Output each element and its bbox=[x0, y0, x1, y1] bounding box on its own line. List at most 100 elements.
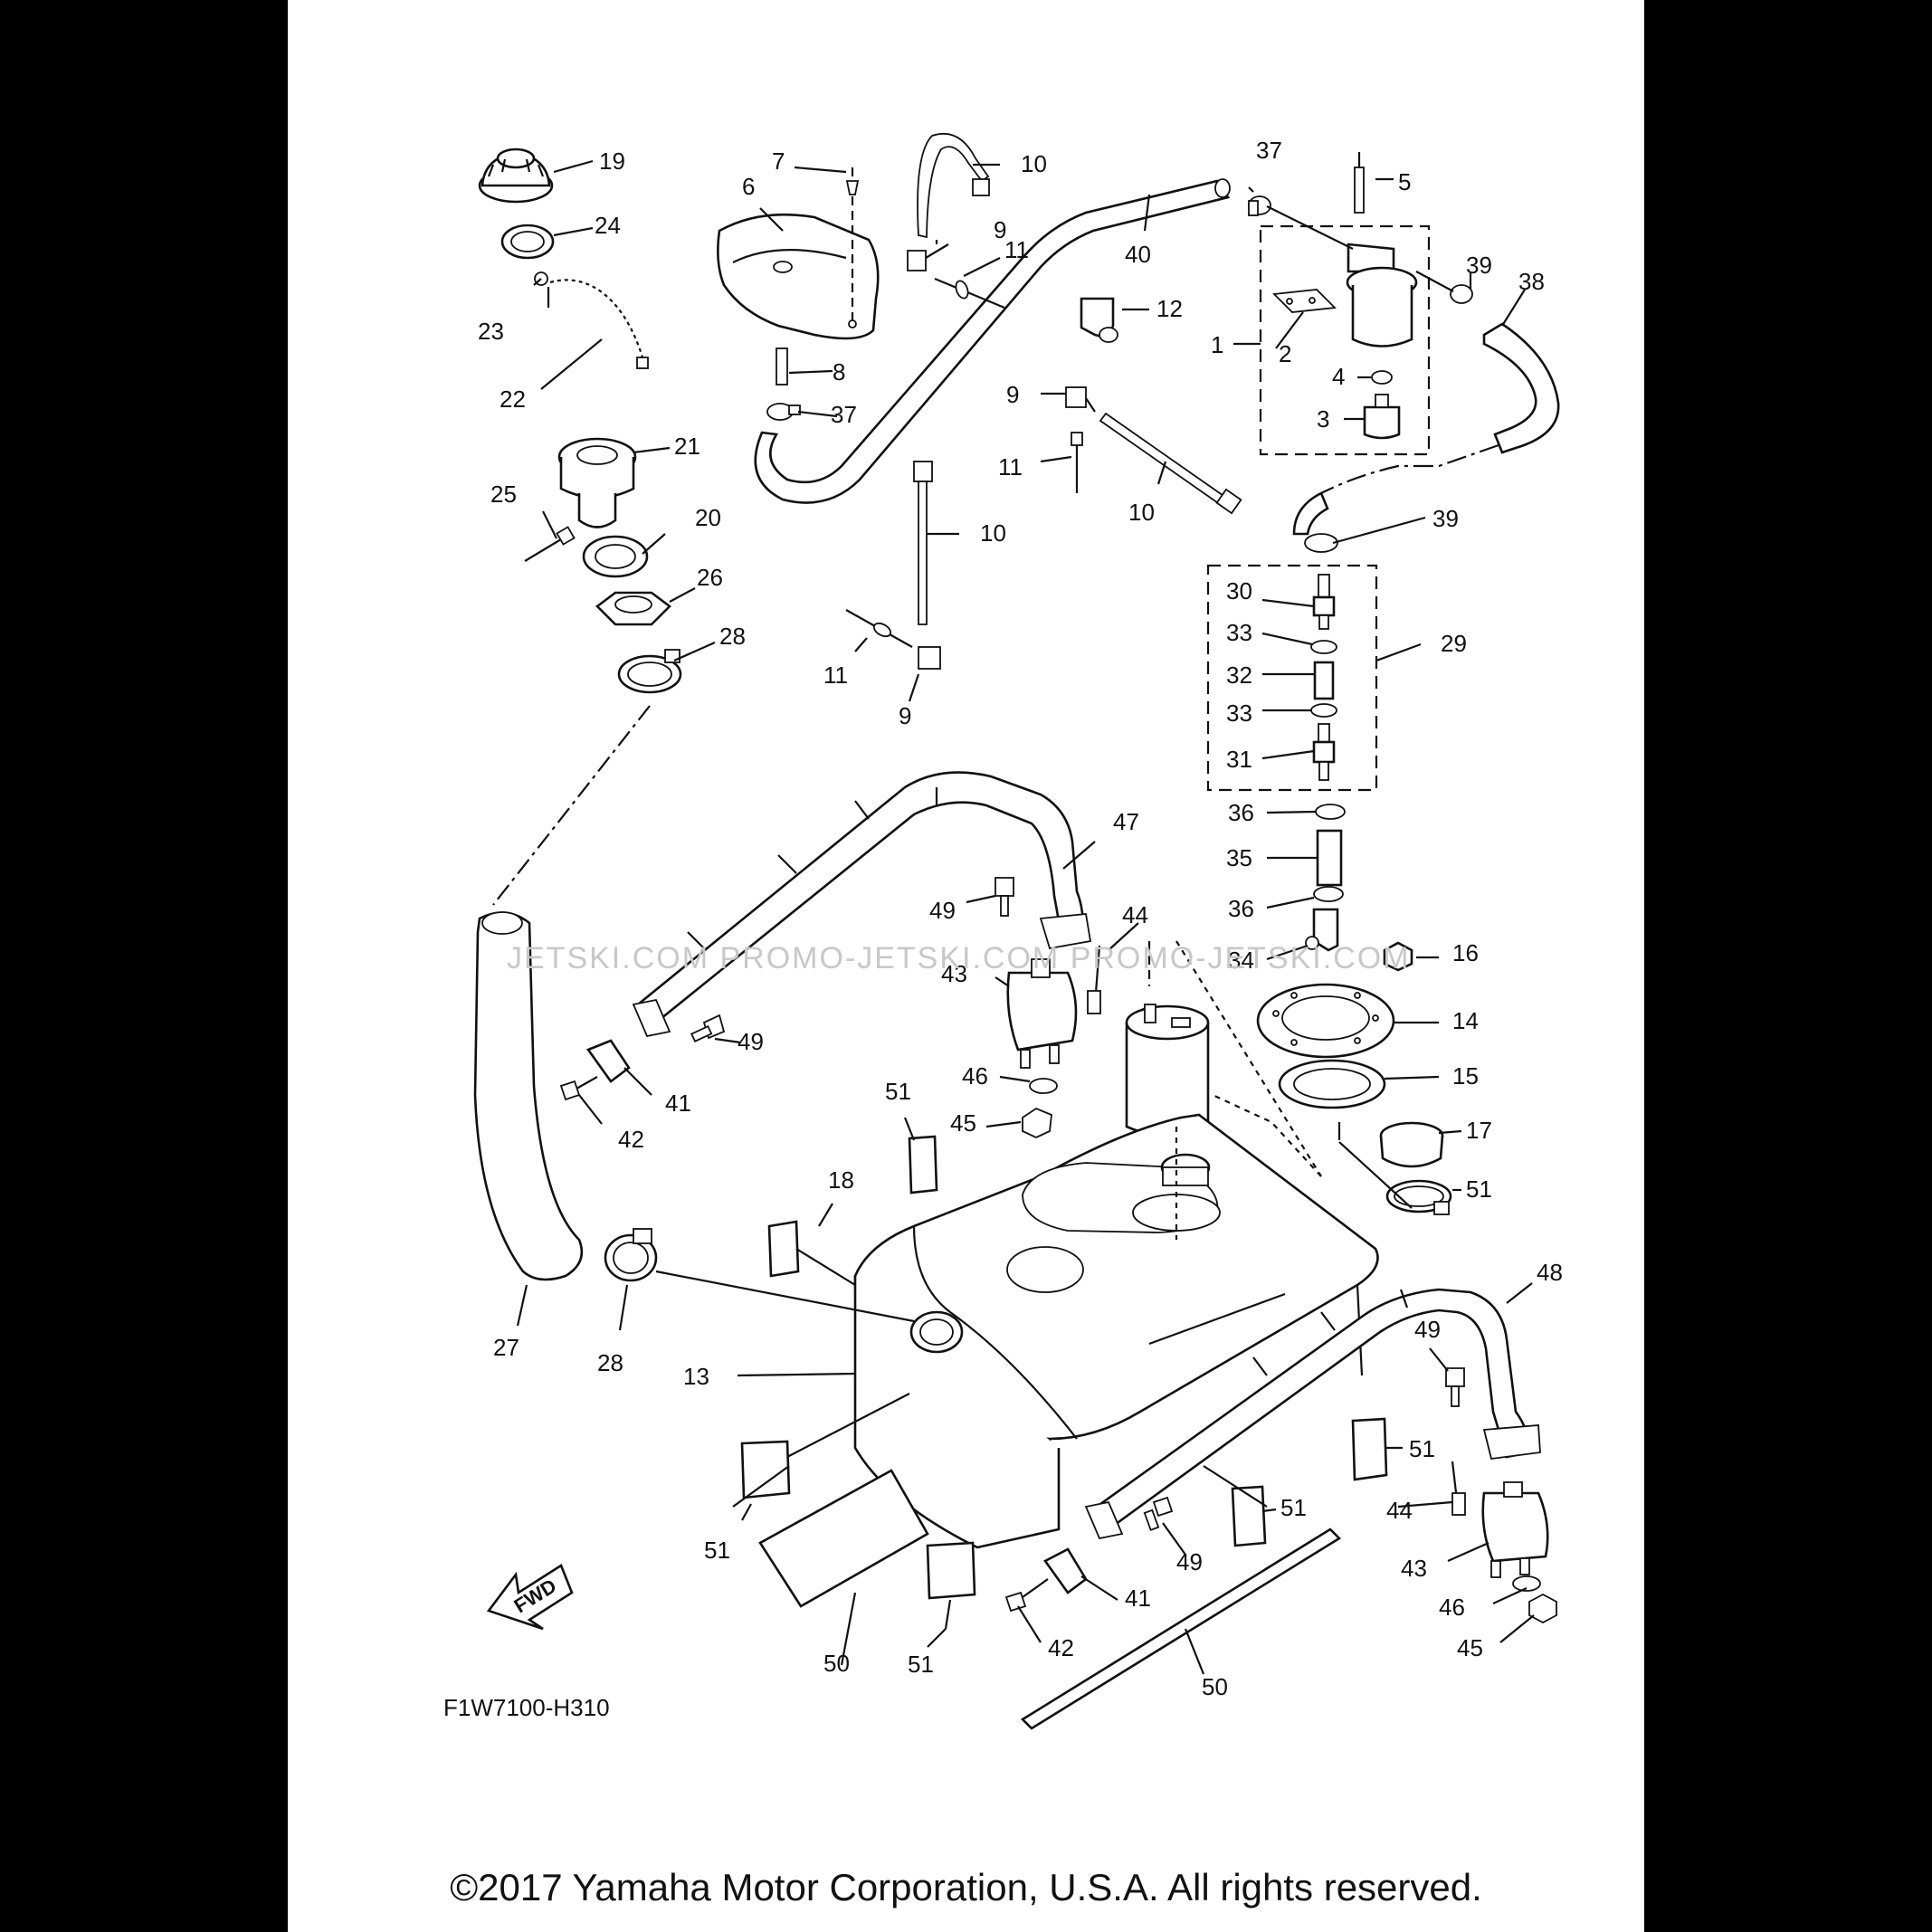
pad-51-a[interactable] bbox=[908, 1135, 938, 1194]
clamp-28-top[interactable] bbox=[617, 649, 682, 694]
hose-lower-39[interactable] bbox=[1292, 491, 1338, 553]
rivet-11-mid[interactable] bbox=[1071, 432, 1083, 493]
filler-neck[interactable] bbox=[557, 437, 637, 528]
pad-51-f[interactable] bbox=[926, 1541, 976, 1600]
holder-9-mid[interactable] bbox=[1065, 386, 1096, 413]
joint-34[interactable] bbox=[1305, 908, 1339, 952]
callout: 46 bbox=[962, 1062, 988, 1090]
cable-tie-10-top[interactable] bbox=[917, 132, 990, 239]
pin-8[interactable] bbox=[776, 347, 788, 385]
callout-numbers: 19 7 10 6 9 11 24 23 22 21 25 20 26 28 8… bbox=[478, 137, 1563, 1700]
cap-17[interactable] bbox=[1379, 1121, 1444, 1168]
nut-45-top[interactable] bbox=[1022, 1107, 1052, 1138]
pad-50-right[interactable] bbox=[1020, 1528, 1342, 1730]
fuel-cap[interactable] bbox=[478, 148, 554, 204]
callout: 40 bbox=[1125, 241, 1151, 268]
joint-30[interactable] bbox=[1312, 574, 1336, 630]
callout: 23 bbox=[478, 318, 504, 345]
cover-6[interactable] bbox=[717, 213, 880, 340]
washer-46-top[interactable] bbox=[1029, 1078, 1058, 1094]
holder-9-low[interactable] bbox=[918, 646, 941, 670]
rivet-44-top[interactable] bbox=[1087, 945, 1101, 1014]
callout: 17 bbox=[1466, 1117, 1492, 1144]
clamp-28-low[interactable] bbox=[604, 1228, 658, 1282]
clamp-37-left[interactable] bbox=[766, 403, 801, 421]
band-18[interactable] bbox=[1385, 1179, 1452, 1215]
callout: 38 bbox=[1518, 268, 1545, 295]
pad-51-c[interactable] bbox=[740, 1440, 791, 1499]
cable-tie-10-low[interactable] bbox=[913, 461, 933, 625]
clamp-39-top[interactable] bbox=[1415, 271, 1473, 304]
callout: 49 bbox=[1176, 1548, 1203, 1575]
fuel-pump[interactable] bbox=[1125, 1004, 1210, 1137]
rivet-11-low[interactable] bbox=[845, 609, 913, 648]
bracket-48[interactable] bbox=[1084, 1288, 1541, 1540]
fuel-tank[interactable] bbox=[853, 1113, 1379, 1549]
filter-cap-3[interactable] bbox=[1363, 394, 1401, 440]
bolt-49-top[interactable] bbox=[995, 877, 1014, 917]
pad-51-e[interactable] bbox=[1231, 1485, 1267, 1547]
clamp-37-right[interactable] bbox=[1248, 195, 1271, 216]
clamp-36-top[interactable] bbox=[1315, 804, 1346, 820]
filler-hose[interactable] bbox=[473, 911, 584, 1281]
pad-51-d[interactable] bbox=[1351, 1417, 1388, 1481]
nut-16[interactable] bbox=[1383, 941, 1413, 972]
bolt-25[interactable] bbox=[524, 526, 576, 562]
pad-51-b[interactable] bbox=[767, 1220, 800, 1278]
hose-40[interactable] bbox=[754, 178, 1231, 504]
callout: 46 bbox=[1439, 1594, 1465, 1621]
rivet-7[interactable] bbox=[845, 167, 860, 326]
callout: 51 bbox=[885, 1078, 911, 1105]
callout: 10 bbox=[1021, 150, 1047, 177]
bolt-5[interactable] bbox=[1354, 152, 1365, 214]
gasket-15[interactable] bbox=[1278, 1059, 1386, 1109]
hose-35[interactable] bbox=[1316, 829, 1343, 887]
cap-gasket[interactable] bbox=[500, 224, 555, 260]
hose-38[interactable] bbox=[1482, 322, 1560, 454]
damper-41-low[interactable] bbox=[1043, 1547, 1088, 1594]
callout: 20 bbox=[695, 504, 721, 531]
bolt-49-right[interactable] bbox=[1445, 1367, 1465, 1407]
nut-45-low[interactable] bbox=[1528, 1593, 1557, 1624]
o-ring-4[interactable] bbox=[1371, 370, 1393, 385]
clamp-33-top[interactable] bbox=[1310, 640, 1337, 654]
callout: 25 bbox=[490, 481, 517, 508]
cap-chain[interactable] bbox=[534, 271, 649, 369]
fuel-line-box bbox=[1206, 564, 1378, 792]
callout: 51 bbox=[1466, 1175, 1492, 1203]
mount-43-top[interactable] bbox=[1006, 958, 1078, 1069]
pump-mount-ring[interactable] bbox=[1160, 1153, 1211, 1186]
pad-50-left[interactable] bbox=[758, 1469, 929, 1608]
bolt-42-low[interactable] bbox=[1004, 1578, 1049, 1613]
rivet-11-top[interactable] bbox=[934, 277, 1005, 309]
callout: 14 bbox=[1452, 1007, 1479, 1034]
nut-26[interactable] bbox=[595, 591, 671, 626]
mount-43-low[interactable] bbox=[1481, 1481, 1549, 1578]
holder-9-top[interactable] bbox=[907, 243, 949, 271]
filter-bracket[interactable] bbox=[1272, 289, 1337, 313]
callout: 34 bbox=[1228, 947, 1254, 974]
joint-31[interactable] bbox=[1312, 723, 1336, 781]
damper-41-top[interactable] bbox=[585, 1039, 631, 1083]
gasket-20[interactable] bbox=[582, 535, 649, 578]
callout: 51 bbox=[1280, 1494, 1307, 1521]
bracket-47[interactable] bbox=[632, 771, 1092, 1038]
watermark-text: JETSKI.COM PROMO-JETSKI.COM PROMO-JETSKI… bbox=[507, 941, 1411, 976]
hose-32[interactable] bbox=[1313, 661, 1335, 700]
bolt-49-left[interactable] bbox=[690, 1014, 726, 1042]
callout: 3 bbox=[1317, 405, 1329, 433]
callout: 43 bbox=[941, 960, 967, 987]
filter-top[interactable] bbox=[1346, 243, 1418, 347]
callout: 28 bbox=[597, 1349, 623, 1376]
washer-46-low[interactable] bbox=[1512, 1575, 1541, 1592]
callout: 49 bbox=[929, 897, 956, 924]
clamp-36-bot[interactable] bbox=[1313, 886, 1344, 902]
bolt-49-low[interactable] bbox=[1143, 1496, 1174, 1531]
retainer-14[interactable] bbox=[1256, 983, 1395, 1059]
clamp-33-bot[interactable] bbox=[1310, 703, 1337, 718]
clip-12[interactable] bbox=[1080, 297, 1118, 343]
callout: 32 bbox=[1226, 661, 1252, 689]
cable-tie-10-mid[interactable] bbox=[1099, 412, 1242, 515]
rivet-44-low[interactable] bbox=[1451, 1461, 1466, 1517]
